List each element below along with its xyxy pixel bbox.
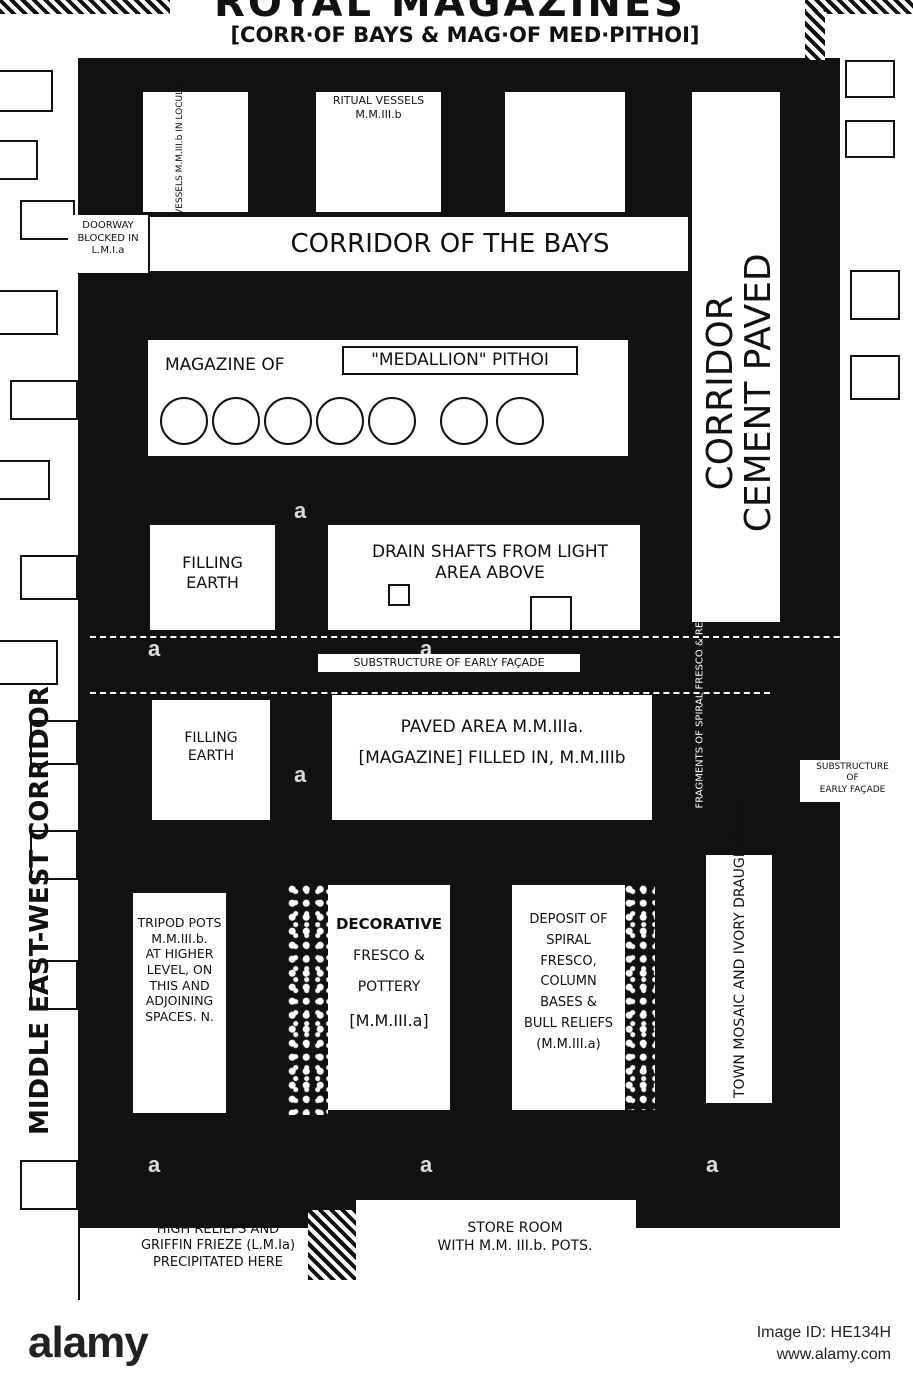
deposit-spiral-room (512, 885, 625, 1110)
watermark-glyph: a (706, 1152, 719, 1177)
drain-shaft (530, 596, 572, 638)
middle-corridor-label: MIDDLE EAST-WEST CORRIDOR (25, 686, 55, 1135)
watermark-glyph: a (420, 1152, 433, 1177)
doorway-label: DOORWAY BLOCKED IN L.M.I.a (77, 220, 139, 256)
paved-area-label: PAVED AREA M.M.IIIa. [MAGAZINE] FILLED I… (358, 717, 626, 768)
town-mosaic-room (706, 855, 772, 1103)
hatched-wall (0, 0, 170, 14)
right-masonry (840, 20, 913, 1300)
magazine-pithoi-label: MAGAZINE OF (165, 355, 285, 375)
ritual-vessels-label: RITUAL VESSELS M.M.III.b (332, 94, 425, 121)
filling-earth-2-label: FILLING EARTH (184, 730, 238, 764)
floor-plan: ROYAL MAGAZINES [CORR·OF BAYS & MAG·OF M… (0, 0, 913, 1300)
town-mosaic-label: TOWN MOSAIC AND IVORY DRAUGHTSMEN (732, 797, 748, 1098)
watermark-glyph: a (148, 636, 161, 661)
pithos-circle (264, 397, 312, 445)
fragments-spiral-label: FRAGMENTS OF SPIRAL FRESCO & RELIEFS (M.… (694, 542, 706, 809)
filling-earth-1-label: FILLING EARTH (182, 553, 243, 592)
watermark-glyph: a (148, 1152, 161, 1177)
watermark-glyph: a (294, 762, 307, 787)
cement-corridor-label: CORRIDOR CEMENT PAVED (700, 253, 779, 533)
store-room-label: STORE ROOM WITH M.M. III.b. POTS. (437, 1220, 593, 1254)
cement-corridor (692, 92, 780, 622)
filling-earth-2 (152, 700, 270, 820)
drain-shaft (388, 584, 410, 606)
watermark-glyph: a (420, 636, 433, 661)
pithos-circle (368, 397, 416, 445)
bay-room (505, 92, 625, 212)
medallion-pithoi-label: "MEDALLION" PITHOI (342, 346, 578, 376)
watermark-glyph: a (294, 498, 307, 523)
pithos-circle (160, 397, 208, 445)
pithos-circle (316, 397, 364, 445)
decorative-label: DECORATIVE FRESCO & POTTERY [M.M.III.a] (335, 915, 443, 1030)
drain-shafts-label: DRAIN SHAFTS FROM LIGHT AREA ABOVE (371, 542, 609, 584)
paved-area (332, 695, 652, 820)
pithos-circle (496, 397, 544, 445)
plan-title: ROYAL MAGAZINES (214, 0, 686, 26)
deposit-spiral-label: DEPOSIT OF SPIRAL FRESCO, COLUMN BASES &… (523, 912, 614, 1052)
corridor-of-bays (148, 215, 690, 273)
plan-subtitle: [CORR·OF BAYS & MAG·OF MED·PITHOI] (230, 23, 700, 47)
hatched-wall (805, 0, 913, 14)
substructure-right-label: SUBSTRUCTURE OF EARLY FAÇADE (816, 762, 889, 795)
pithos-circle (440, 397, 488, 445)
alamy-logo: alamy (28, 1318, 149, 1367)
tripod-pots-room (133, 893, 226, 1113)
filling-earth-1 (150, 525, 275, 630)
tripod-pots-label: TRIPOD POTS M.M.III.b. AT HIGHER LEVEL, … (137, 915, 222, 1024)
substructure-right (800, 760, 905, 802)
substructure-early-label: SUBSTRUCTURE OF EARLY FAÇADE (353, 656, 545, 669)
doorway-box (68, 215, 148, 273)
store-room (356, 1200, 636, 1280)
bay-room (143, 92, 248, 212)
high-reliefs-label: HIGH RELIEFS AND GRIFFIN FRIEZE (L.M.Ia)… (140, 1222, 296, 1270)
bay-room (316, 92, 441, 212)
corridor-of-bays-label: CORRIDOR OF THE BAYS (290, 229, 610, 259)
footer-bar: alamy Image ID: HE134H www.alamy.com (0, 1300, 913, 1390)
hatched-wall (805, 10, 825, 60)
decorative-fresco-room (328, 885, 450, 1110)
drain-shafts-area (328, 525, 640, 630)
footer-image-id: Image ID: HE134H www.alamy.com (756, 1324, 891, 1364)
pithos-circle (212, 397, 260, 445)
